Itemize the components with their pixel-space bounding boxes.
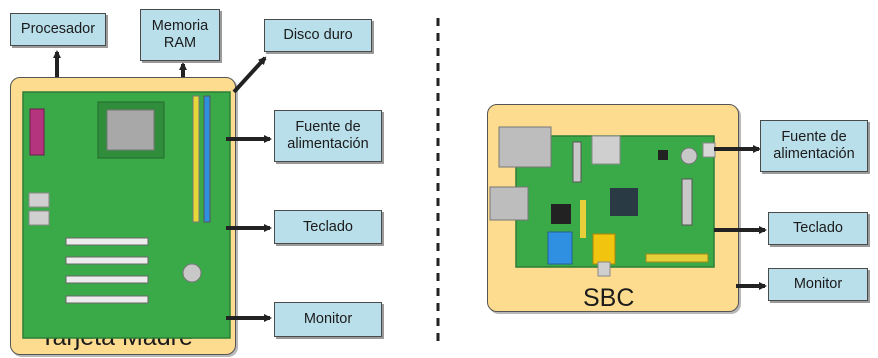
ram-label-box: Memoria RAM — [140, 9, 220, 61]
psu-label-box: Fuente de alimentación — [274, 110, 382, 162]
keyboard-label-box: Teclado — [274, 210, 382, 244]
sbc-caption: SBC — [583, 284, 635, 312]
motherboard-image — [22, 91, 231, 339]
sbc-psu-label-box: Fuente de alimentación — [760, 120, 868, 172]
sbc-arrows — [714, 145, 767, 290]
sbc-monitor-label-box: Monitor — [768, 268, 868, 301]
motherboard-arrows — [53, 50, 272, 322]
monitor-label-box: Monitor — [274, 302, 382, 337]
cpu-label-box: Procesador — [10, 13, 106, 46]
sbc-keyboard-label-box: Teclado — [768, 212, 868, 245]
disk-label-box: Disco duro — [264, 19, 372, 52]
sbc-image — [489, 126, 716, 277]
